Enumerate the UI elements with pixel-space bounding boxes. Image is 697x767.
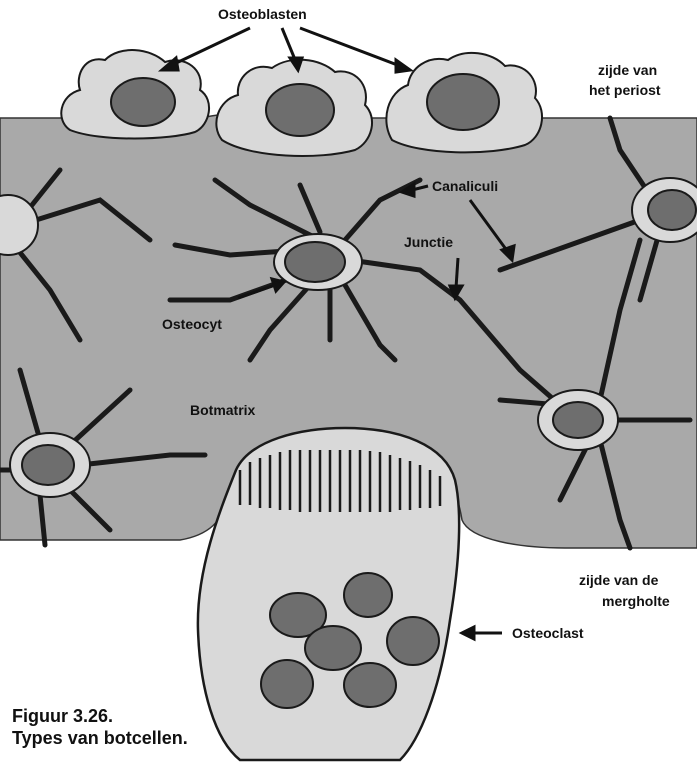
osteocyte-body-right-bottom xyxy=(537,389,619,451)
osteoclast-cell xyxy=(196,426,461,762)
osteoblast-cell-2 xyxy=(215,58,374,157)
periosteum-side-label-line1: zijde van xyxy=(598,62,658,78)
osteocyte-body-left-top xyxy=(0,194,39,256)
periosteum-side-label-line2: het periost xyxy=(589,82,661,98)
osteocyte-cell-left-bottom xyxy=(0,367,208,548)
osteoblasts-label: Osteoblasten xyxy=(218,6,307,22)
osteoblast-cell-3 xyxy=(385,51,543,154)
osteocyte-body-center xyxy=(273,233,363,291)
marrow-side-label-line2: mergholte xyxy=(602,593,670,609)
osteocyte-label: Osteocyt xyxy=(162,316,222,332)
caption-line-2: Types van botcellen. xyxy=(12,728,188,748)
osteocyte-cell-center xyxy=(167,177,563,408)
osteoblast-cell-1 xyxy=(60,49,210,140)
bone-matrix-label: Botmatrix xyxy=(190,402,256,418)
osteocyte-body-right-top xyxy=(631,177,697,243)
junction-label: Junctie xyxy=(404,234,454,250)
label-arrows xyxy=(157,26,516,642)
osteocyte-body-left-bottom xyxy=(9,432,91,498)
osteocyte-cell-right-top xyxy=(497,115,663,303)
figure-caption: Figuur 3.26. Types van botcellen. xyxy=(12,705,188,749)
osteoclast-label: Osteoclast xyxy=(512,625,584,641)
canaliculi-label: Canaliculi xyxy=(432,178,499,194)
caption-line-1: Figuur 3.26. xyxy=(12,706,114,726)
marrow-side-label-line1: zijde van de xyxy=(579,572,659,588)
